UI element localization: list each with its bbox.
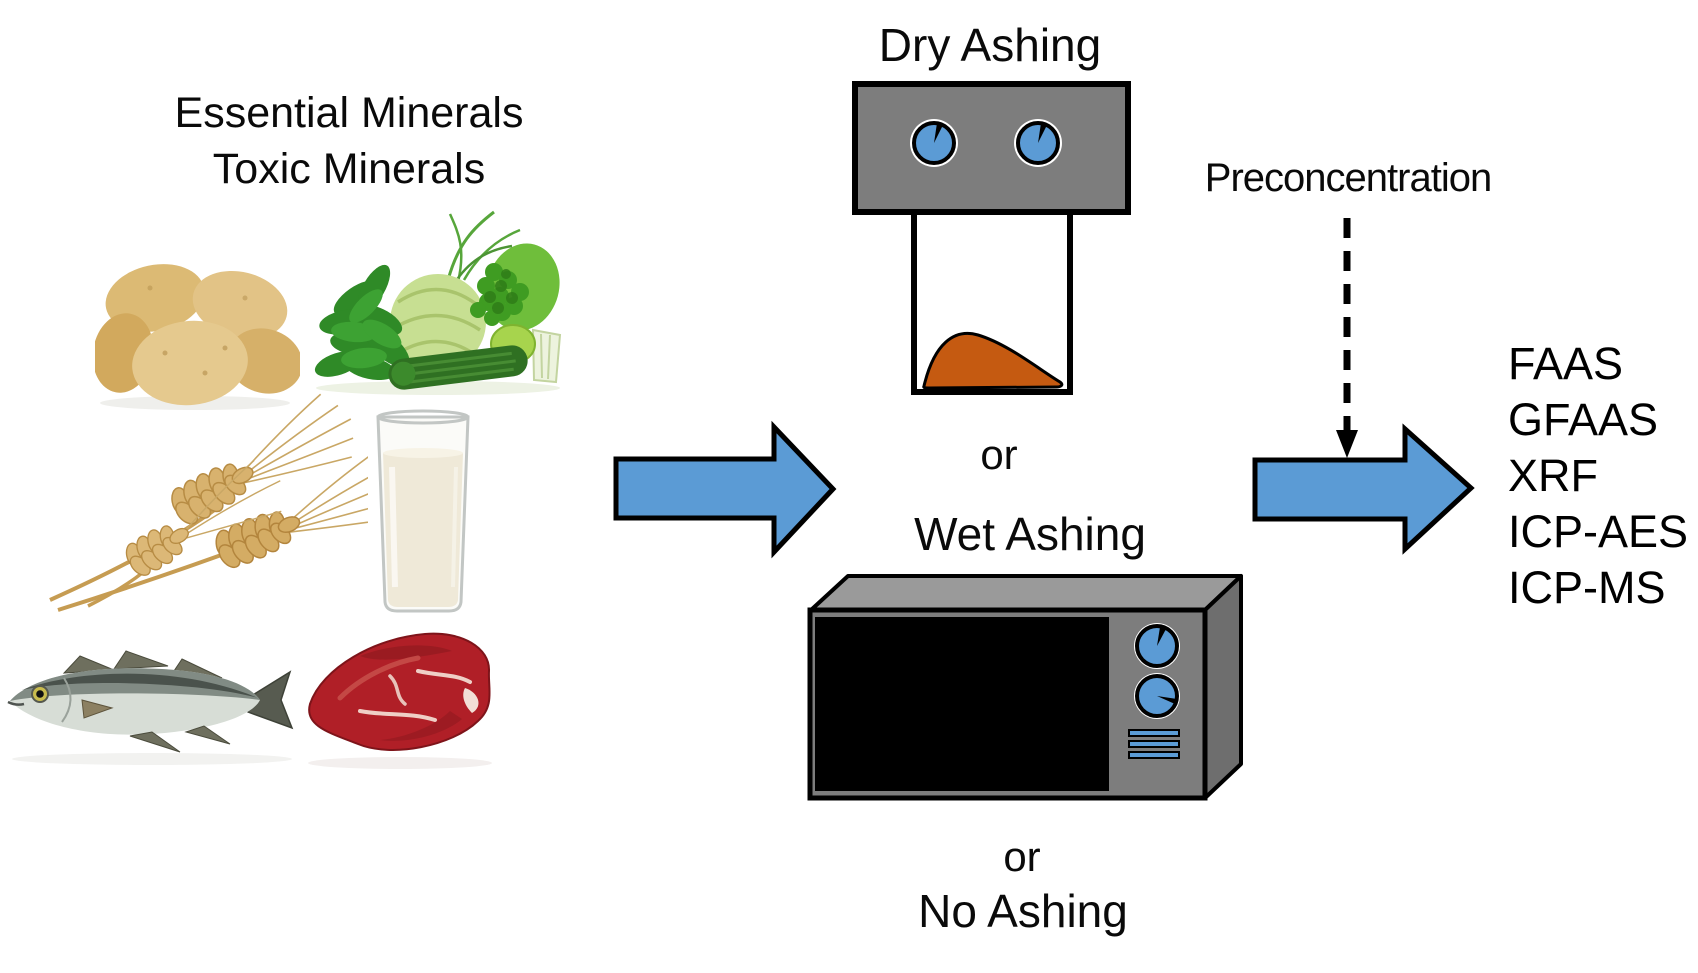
- flow-arrow-left: [613, 420, 837, 559]
- method-icpaes: ICP-AES: [1508, 506, 1689, 557]
- furnace-dial-icon: [910, 119, 958, 167]
- method-gfaas: GFAAS: [1508, 394, 1659, 445]
- title-line-essential: Essential Minerals: [174, 89, 524, 137]
- sample-title: Essential Minerals Toxic Minerals: [94, 85, 604, 197]
- ash-sample: [922, 332, 1064, 390]
- wheat-head: [171, 393, 354, 525]
- method-icpms: ICP-MS: [1508, 562, 1666, 613]
- microwave-door: [815, 617, 1109, 791]
- fish-image: [7, 650, 294, 765]
- dry-ashing-furnace-icon: [852, 81, 1131, 395]
- or-label-1: or: [980, 431, 1018, 478]
- method-faas: FAAS: [1508, 338, 1624, 389]
- red-meat-image: [308, 632, 492, 769]
- microwave-vent: [1128, 729, 1180, 759]
- microwave-dial-icon: [1134, 623, 1180, 669]
- wheat-image: [49, 393, 368, 612]
- no-ashing-label: No Ashing: [918, 885, 1128, 937]
- milk-glass-image: [376, 409, 470, 613]
- method-xrf: XRF: [1508, 450, 1598, 501]
- wet-ashing-label: Wet Ashing: [914, 508, 1146, 560]
- flow-arrow-right: [1252, 423, 1475, 555]
- microwave-dial-icon: [1134, 673, 1180, 719]
- wheat-head: [125, 459, 282, 576]
- potatoes-image: [95, 264, 300, 410]
- preconcentration-dashed-arrow: [1336, 218, 1358, 458]
- or-label-2: or: [1003, 833, 1041, 880]
- title-line-toxic: Toxic Minerals: [212, 145, 486, 193]
- analysis-methods-list: FAAS GFAAS XRF ICP-AES ICP-MS: [1508, 336, 1688, 616]
- wheat-head: [215, 451, 368, 569]
- leafy-greens-image: [314, 210, 562, 395]
- wet-ashing-microwave-icon: [807, 574, 1243, 801]
- preconcentration-label: Preconcentration: [1204, 156, 1492, 200]
- dry-ashing-label: Dry Ashing: [878, 19, 1102, 71]
- furnace-dial-icon: [1014, 119, 1062, 167]
